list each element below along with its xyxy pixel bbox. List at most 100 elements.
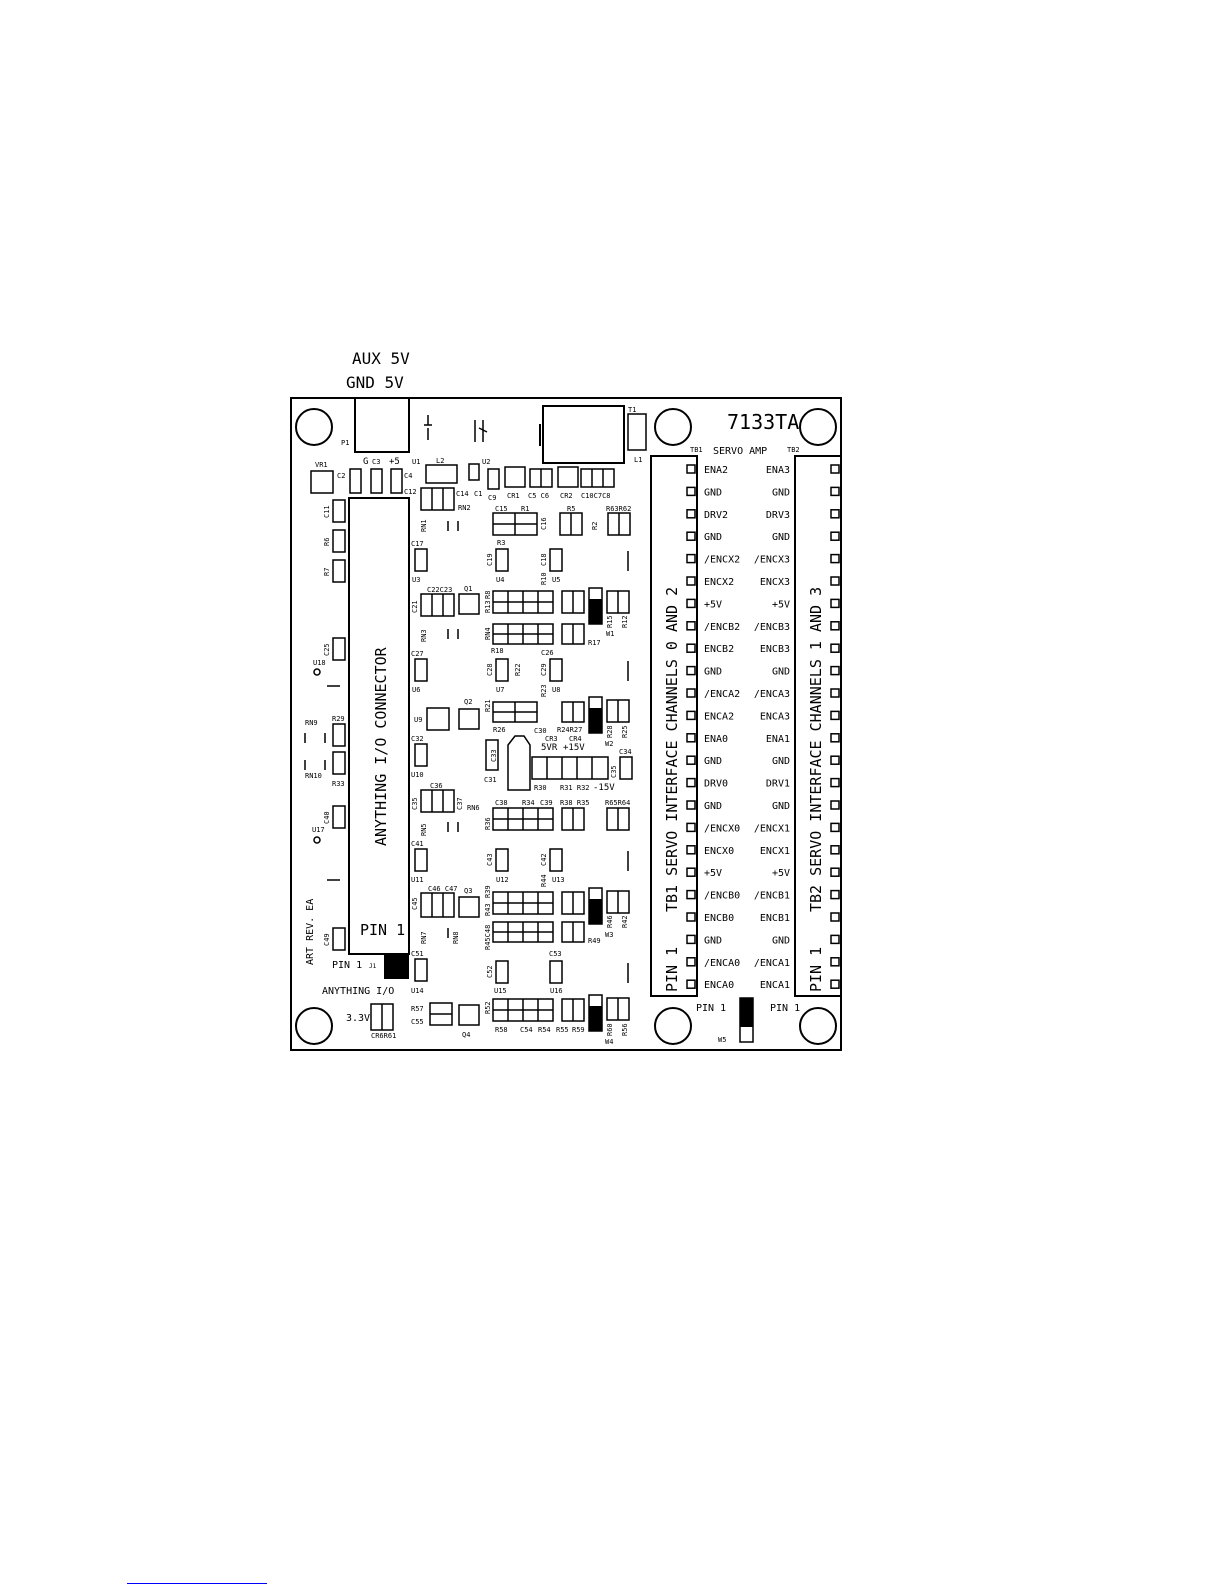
refdes-q3: Q3 — [464, 887, 472, 895]
tb2-pin-label: GND — [772, 801, 790, 812]
tb2-pin-pad — [830, 598, 840, 609]
tb1-pin-label: ENCB0 — [704, 913, 734, 924]
tb1-pin-pad — [686, 755, 696, 765]
tb2-pin1-label: PIN 1 — [807, 947, 825, 992]
refdes-r34: R34 — [522, 799, 535, 807]
refdes-r8: R8 — [484, 591, 492, 599]
refdes-r57: R57 — [411, 1005, 424, 1013]
c10-c7-c8-block — [580, 468, 615, 488]
refdes-r23: R23 — [540, 684, 548, 697]
refdes-c40: C40 — [323, 811, 331, 824]
tb1-pin-pad — [686, 509, 696, 519]
tb2-pin-pad — [830, 777, 840, 788]
refdes-c35b: C35 — [610, 765, 618, 778]
tb2-pin-label: ENCB3 — [760, 644, 790, 655]
tb1-pin1-label: PIN 1 — [663, 947, 681, 992]
refdes-q4: Q4 — [462, 1031, 470, 1039]
u5-part — [549, 548, 563, 572]
tb2-pin-label: /ENCX3 — [754, 555, 790, 566]
tb1-pin-pad — [686, 643, 696, 653]
u6-part — [414, 658, 428, 682]
refdes-c10c7c8: C10C7C8 — [581, 492, 611, 500]
refdes-r3: R3 — [497, 539, 505, 547]
refdes-c39: C39 — [540, 799, 553, 807]
c34-part — [619, 756, 633, 780]
refdes-w4: W4 — [605, 1038, 613, 1046]
q1-part — [458, 593, 480, 615]
refdes-c52: C52 — [486, 965, 494, 978]
refdes-c4: C4 — [404, 472, 412, 480]
r33-part — [332, 751, 346, 775]
q3-part — [458, 896, 480, 918]
refdes-c9: C9 — [488, 494, 496, 502]
tb2-pin-pad — [830, 621, 840, 631]
tb1-pin-label: ENCA2 — [704, 711, 734, 722]
tb1-pin-label: DRV2 — [704, 510, 728, 521]
w5-jumper-fill — [740, 998, 753, 1027]
power-label-g: G — [363, 457, 368, 467]
c49-part — [332, 927, 346, 951]
c33-block — [485, 739, 499, 771]
tb1-pin-pad — [686, 598, 696, 609]
tb1-pin-label: GND — [704, 667, 722, 678]
gnd-5v-label: GND 5V — [346, 373, 404, 392]
refdes-l2: L2 — [436, 457, 444, 465]
r29-part — [332, 723, 346, 747]
refdes-rn2: RN2 — [458, 504, 471, 512]
tb1-pin-label: GND — [704, 532, 722, 543]
tb1-pin-label: /ENCB2 — [704, 622, 740, 633]
refdes-r21: R21 — [484, 699, 492, 712]
r7-part — [332, 559, 346, 583]
q4-part — [458, 1004, 480, 1026]
tb2-pin-list: ENA3GNDDRV3GND/ENCX3ENCX3+5V/ENCB3ENCB3G… — [754, 464, 840, 991]
tb2-pin-label: GND — [772, 487, 790, 498]
tb2-pin-pad — [830, 643, 840, 653]
tb1-pin-pad — [686, 464, 696, 474]
tb1-pin-pad — [686, 576, 696, 586]
refdes-r24r27: R24R27 — [557, 726, 582, 734]
refdes-u6: U6 — [412, 686, 420, 694]
refdes-r1: R1 — [521, 505, 529, 513]
tb2-pin-pad — [830, 710, 840, 721]
refdes-r33: R33 — [332, 780, 345, 788]
refdes-c1: C1 — [474, 490, 482, 498]
refdes-r54: R54 — [538, 1026, 551, 1034]
refdes-rn1: RN1 — [420, 519, 428, 532]
refdes-u1: U1 — [412, 458, 420, 466]
tb1-ref: TB1 — [690, 446, 703, 454]
trace-mark-1 — [424, 415, 432, 440]
u11-part — [414, 848, 428, 872]
tb2-pin-label: +5V — [772, 599, 790, 610]
tb1-pin-label: GND — [704, 935, 722, 946]
refdes-c38: C38 — [495, 799, 508, 807]
refdes-r6: R6 — [323, 538, 331, 546]
tb2-pin-pad — [830, 800, 840, 810]
refdes-r59: R59 — [572, 1026, 585, 1034]
c9-part — [487, 468, 500, 490]
refdes-r43: R43 — [484, 903, 492, 916]
u10-part — [414, 743, 428, 767]
refdes-c46c47: C46 C47 — [428, 885, 458, 893]
refdes-r52: R52 — [484, 1001, 492, 1014]
refdes-u7: U7 — [496, 686, 504, 694]
mounting-hole-bottom-left — [295, 1007, 333, 1045]
power-label-c3: C3 — [372, 458, 380, 466]
tb2-pin-pad — [830, 867, 840, 877]
refdes-r55: R55 — [556, 1026, 569, 1034]
refdes-r2: R2 — [591, 522, 599, 530]
refdes-c35: C35 — [411, 797, 419, 810]
tb2-pin-pad — [830, 755, 840, 765]
tb2-pin-pad — [830, 822, 840, 833]
refdes-u15: U15 — [494, 987, 507, 995]
refdes-c51: C51 — [411, 950, 424, 958]
tb1-pin-pad — [686, 665, 696, 676]
refdes-c49: C49 — [323, 933, 331, 946]
mounting-hole-top-left — [295, 408, 333, 446]
refdes-r36: R36 — [484, 817, 492, 830]
refdes-u5: U5 — [552, 576, 560, 584]
refdes-u14: U14 — [411, 987, 424, 995]
cr1-part — [504, 466, 526, 488]
c40-part — [332, 805, 346, 829]
anything-io-connector — [348, 497, 410, 955]
refdes-r7: R7 — [323, 568, 331, 576]
